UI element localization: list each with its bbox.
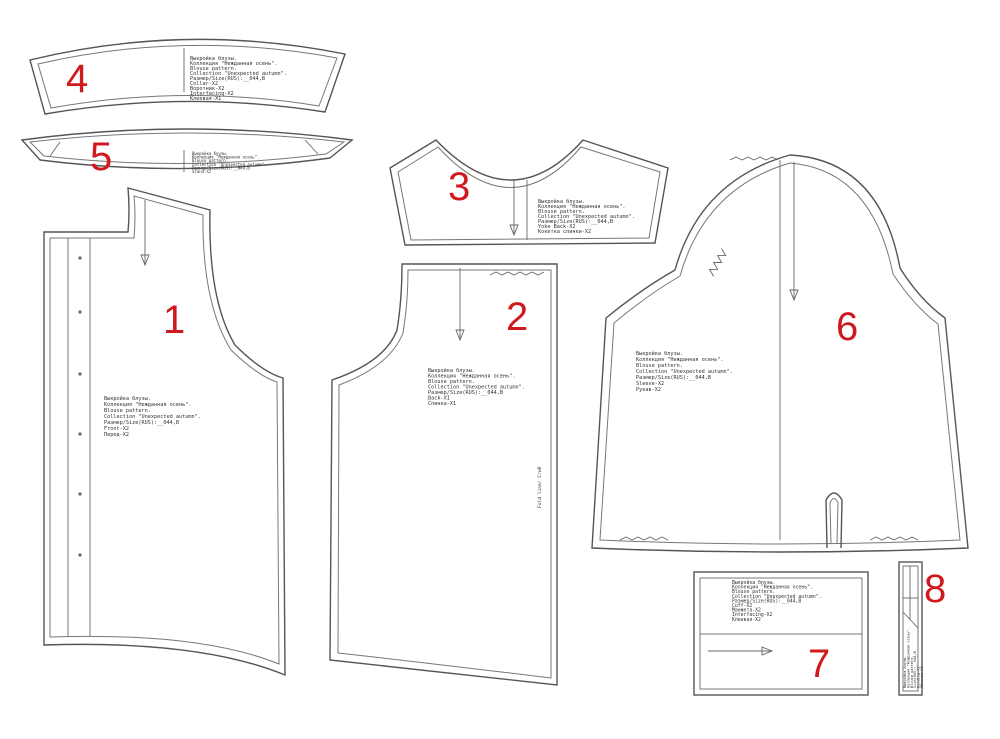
pattern-piece-7-cuff: Выкройка блузы. Коллекция "Нежданная осе… (693, 571, 869, 696)
pattern-piece-4-collar: Выкройка блузы. Коллекция "Нежданная осе… (29, 38, 346, 115)
piece-4-label: Выкройка блузы. Коллекция "Нежданная осе… (190, 55, 290, 102)
piece-number-1: 1 (163, 298, 185, 342)
pattern-piece-5-stand: Выкройка блузы. Коллекция "Нежданная осе… (20, 128, 354, 179)
pattern-piece-2-back: Выкройка блузы. Коллекция "Нежданная осе… (329, 263, 558, 686)
piece-1-label: Выкройка блузы. Коллекция "Нежданная осе… (104, 395, 204, 438)
piece-number-4: 4 (66, 57, 88, 101)
piece-number-7: 7 (808, 642, 830, 686)
piece-7-label: Выкройка блузы. Коллекция "Нежданная осе… (732, 579, 824, 623)
fold-line-label: Fold line/ Сгиб (536, 466, 543, 508)
piece-8-label: Выкройка блузы. Коллекция "Нежданная осе… (902, 625, 924, 688)
piece-number-2: 2 (506, 295, 528, 339)
piece-number-3: 3 (448, 165, 470, 209)
piece-2-label: Выкройка блузы. Коллекция "Нежданная осе… (428, 367, 528, 407)
piece-3-label: Выкройка блузы. Коллекция "Нежданная осе… (538, 198, 638, 235)
piece-number-6: 6 (836, 305, 858, 349)
pattern-piece-6-sleeve: Выкройка блузы. Коллекция "Нежданная осе… (591, 154, 969, 553)
pattern-piece-3-yoke-back: Выкройка блузы. Коллекция "Нежданная осе… (389, 139, 669, 246)
piece-5-label: Выкройка блузы. Коллекция "Нежданная осе… (192, 151, 269, 174)
pattern-piece-1-front: Выкройка блузы. Коллекция "Нежданная осе… (43, 187, 286, 677)
pattern-piece-8-binding: Выкройка блузы. Коллекция "Нежданная осе… (898, 561, 946, 696)
piece-number-8: 8 (924, 567, 946, 611)
piece-number-5: 5 (90, 135, 112, 179)
piece-6-label: Выкройка блузы. Коллекция "Нежданная осе… (636, 350, 736, 393)
